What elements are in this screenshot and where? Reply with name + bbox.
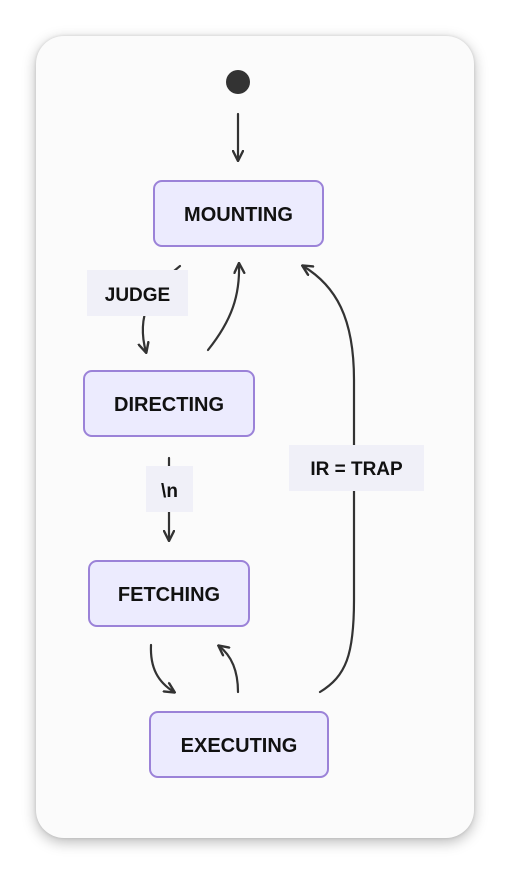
state-fetching-label: FETCHING (118, 584, 220, 606)
edge-executing-to-mounting (303, 266, 356, 694)
edge-label-newline-text: \n (161, 481, 178, 502)
edge-label-judge: JUDGE (87, 270, 188, 316)
edge-executing-to-fetching (219, 646, 240, 694)
state-fetching: FETCHING (88, 560, 250, 627)
edge-directing-to-mounting (206, 264, 239, 352)
state-mounting: MOUNTING (153, 180, 324, 247)
edge-label-judge-text: JUDGE (105, 285, 170, 306)
start-node (226, 70, 250, 94)
state-executing-label: EXECUTING (181, 735, 298, 757)
state-directing-label: DIRECTING (114, 394, 224, 416)
edge-fetching-to-executing (149, 643, 174, 692)
state-directing: DIRECTING (83, 370, 255, 437)
edge-label-ir-trap: IR = TRAP (289, 445, 424, 491)
state-executing: EXECUTING (149, 711, 329, 778)
edge-label-newline: \n (146, 466, 193, 512)
state-mounting-label: MOUNTING (184, 204, 293, 226)
edge-label-ir-trap-text: IR = TRAP (310, 459, 403, 480)
